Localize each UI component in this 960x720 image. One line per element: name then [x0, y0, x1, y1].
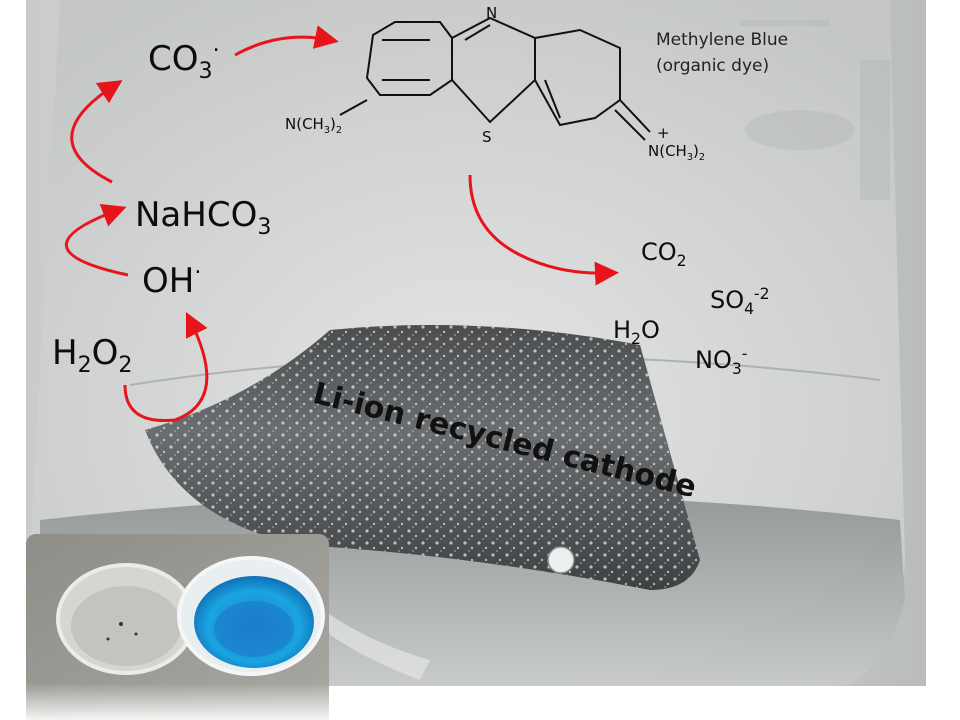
species-co3: CO3·	[148, 42, 220, 76]
molecule-atom-n: N	[486, 6, 497, 21]
beakers-inset-photo	[26, 534, 329, 720]
molecule-left-group: N(CH3)2	[285, 117, 342, 132]
product-h2o: H2O	[613, 318, 660, 342]
molecule-atom-s: S	[482, 130, 492, 145]
species-nahco3: NaHCO3	[135, 198, 271, 232]
product-no3: NO3-	[695, 348, 747, 372]
molecule-charge: +	[657, 126, 670, 141]
molecule-name: Methylene Blue	[656, 32, 788, 49]
product-co2: CO2	[641, 240, 687, 264]
molecule-right-group: N(CH3)2	[648, 144, 705, 159]
product-so4: SO4-2	[710, 288, 770, 312]
species-h2o2: H2O2	[52, 336, 132, 370]
molecule-note: (organic dye)	[656, 58, 769, 75]
species-oh: OH·	[142, 264, 201, 298]
